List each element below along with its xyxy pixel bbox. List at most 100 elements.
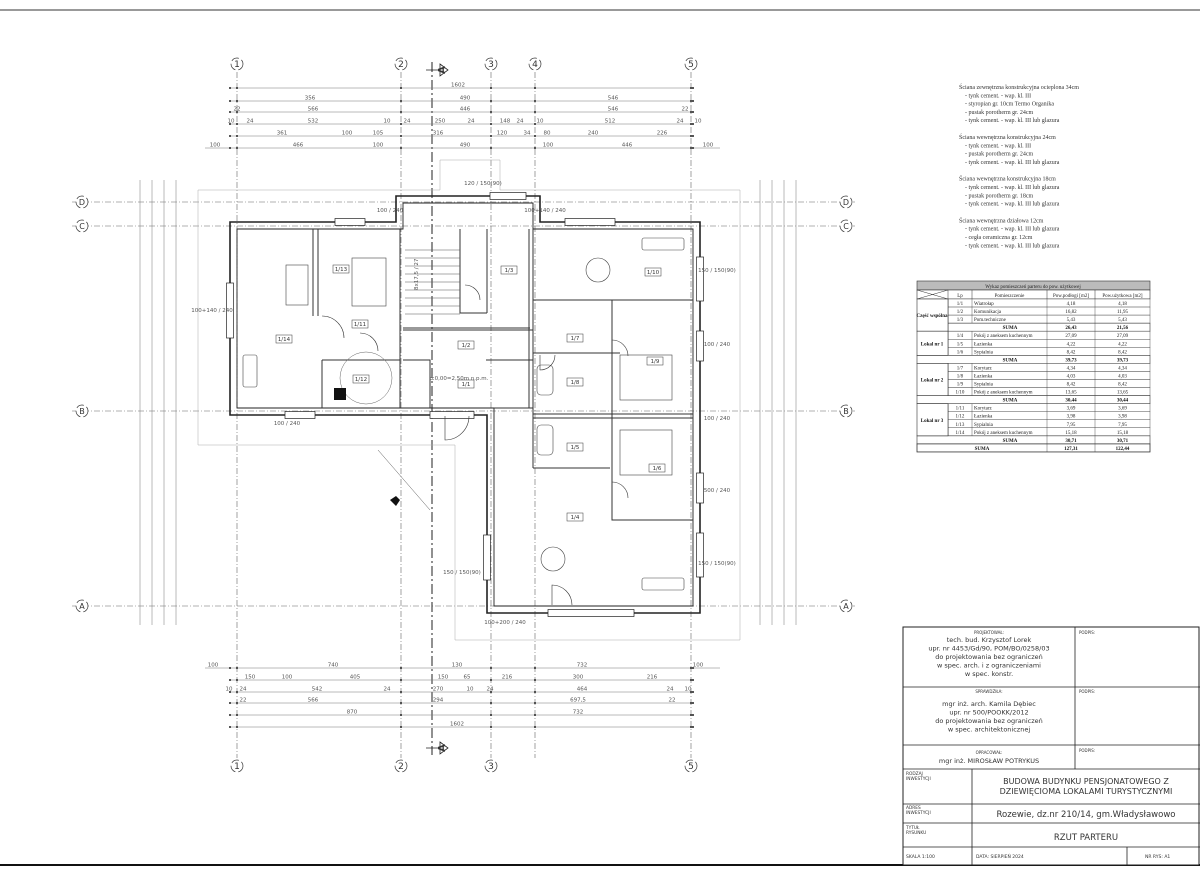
- dimension-value: 24: [247, 119, 254, 125]
- table-cell: 1/11: [956, 407, 965, 412]
- table-cell: 15,18: [1117, 431, 1129, 436]
- table-cell: 3,98: [1067, 415, 1076, 420]
- window-note: 100+200 / 240: [484, 620, 526, 626]
- header-diagonal: [916, 289, 949, 300]
- checker-label: SPRAWDZIŁA:: [975, 689, 1002, 694]
- sofa-icon: [242, 354, 258, 388]
- door-swing-icon: [551, 584, 573, 606]
- dimension-tick: [692, 87, 694, 89]
- axis-label: 3: [488, 762, 494, 772]
- dining-table-icon: [285, 264, 309, 306]
- axis-bubble: [684, 759, 698, 773]
- dimension-value: 732: [573, 710, 584, 716]
- dimension-tick: [534, 87, 536, 89]
- table-cell: 5,43: [1067, 318, 1076, 323]
- dimension-value: 24: [487, 687, 494, 693]
- column-header: Pow.użytkowa [m2]: [1102, 294, 1143, 299]
- table-sum-cell: 39,73: [1065, 358, 1077, 363]
- dimension-value: 490: [460, 96, 471, 102]
- room-tag-box: [566, 442, 584, 452]
- dimension-value: 1602: [451, 83, 465, 89]
- axis-bubble: [394, 759, 408, 773]
- axis-bubble: [484, 759, 498, 773]
- dimension-tick: [690, 87, 692, 89]
- table-sum-cell: 39,73: [1117, 358, 1129, 363]
- axis-bubble: [230, 759, 244, 773]
- dimension-value: 65: [464, 675, 471, 681]
- dimension-value: 100: [208, 663, 219, 669]
- bathtub-icon: [536, 424, 554, 456]
- table-total-cell: 122,44: [1116, 447, 1130, 452]
- dimension-tick: [534, 691, 536, 693]
- table-cell: 1/1: [957, 302, 964, 307]
- dimension-tick: [236, 667, 238, 669]
- table-sum-row: [916, 435, 1151, 445]
- wall-spec-line: - cegła ceramiczna gr. 12cm: [965, 235, 1033, 241]
- dimension-tick: [690, 100, 692, 102]
- table-cell: Łazienka: [974, 415, 993, 420]
- dimension-tick: [229, 691, 231, 693]
- table-sum-cell: SUMA: [1003, 358, 1018, 363]
- window-icon: [489, 192, 527, 200]
- dimension-tick: [690, 691, 692, 693]
- dimension-tick: [534, 123, 536, 125]
- window-icon: [696, 472, 704, 504]
- dimension-tick: [229, 100, 231, 102]
- room-tag-box: [275, 334, 293, 344]
- wall-spec-line: - tynk cement. - wap. kl. III lub glazur…: [965, 185, 1060, 191]
- dimension-tick: [534, 702, 536, 704]
- dimension-tick: [229, 87, 231, 89]
- table-cell: 13,65: [1065, 391, 1077, 396]
- dimension-value: 405: [350, 675, 361, 681]
- dimension-tick: [400, 147, 402, 149]
- room-tag-box: [648, 463, 666, 473]
- dimension-tick: [236, 691, 238, 693]
- group-name: Lokal nr 2: [921, 379, 944, 384]
- dimension-value: 24: [677, 119, 684, 125]
- group-name: Część wspólna: [917, 314, 948, 319]
- room-tag-box: [646, 356, 664, 366]
- table-sum-cell: SUMA: [1003, 326, 1018, 331]
- dimension-tick: [400, 726, 402, 728]
- designer-line: w spec. konstr.: [965, 670, 1013, 678]
- table-cell: 1/5: [957, 342, 964, 347]
- dimension-value: 120: [497, 131, 508, 137]
- dimension-value: 512: [605, 119, 616, 125]
- investment-type-label: INWESTYCJI: [906, 776, 931, 782]
- wall-spec-line: - tynk cement. - wap. kl. III lub glazur…: [965, 202, 1060, 208]
- dimension-tick: [692, 667, 694, 669]
- dimension-tick: [690, 147, 692, 149]
- dimension-value: 566: [308, 107, 319, 113]
- wall-spec-line: - tynk cement. - wap. kl. III lub glazur…: [965, 227, 1060, 233]
- dimension-tick: [490, 87, 492, 89]
- building-walls: 8x17,5 / 27±0,00=2,50m n.p.m.: [197, 159, 741, 641]
- dimension-tick: [229, 111, 231, 113]
- section-arrow-icon: [426, 63, 449, 77]
- axis-bubble: [839, 219, 853, 233]
- group-cell: [916, 363, 949, 396]
- column-header: Pomieszczenie: [995, 294, 1025, 299]
- window-note: 100 / 240: [704, 342, 731, 348]
- axis-label: C: [843, 222, 849, 231]
- section-label: A: [437, 66, 448, 74]
- drawing-title-label: RYSUNKU: [906, 830, 926, 836]
- dimension-value: 24: [517, 119, 524, 125]
- level-note: ±0,00=2,50m n.p.m.: [430, 376, 489, 382]
- investment-type: BUDOWA BUDYNKU PENSJONATOWEGO Z: [1003, 777, 1169, 786]
- table-cell: 3,98: [1118, 415, 1127, 420]
- axis-bubble: [75, 599, 89, 613]
- room-tag-box: [566, 333, 584, 343]
- dimension-tick: [692, 691, 694, 693]
- column-header: Lp: [957, 294, 963, 299]
- room-number: 1/13: [335, 267, 348, 273]
- dimension-value: 250: [435, 119, 446, 125]
- table-sum-cell: 30,71: [1117, 439, 1129, 444]
- exterior-wall-inner: [236, 202, 694, 607]
- designer-line: upr. nr 4453/Gd/90, POM/BO/0258/03: [928, 645, 1049, 653]
- dimension-tick: [490, 702, 492, 704]
- dimension-value: 294: [433, 698, 444, 704]
- dimension-value: 100: [703, 143, 714, 149]
- table-cell: 1/8: [957, 374, 964, 379]
- table-cell: 16,82: [1065, 310, 1077, 315]
